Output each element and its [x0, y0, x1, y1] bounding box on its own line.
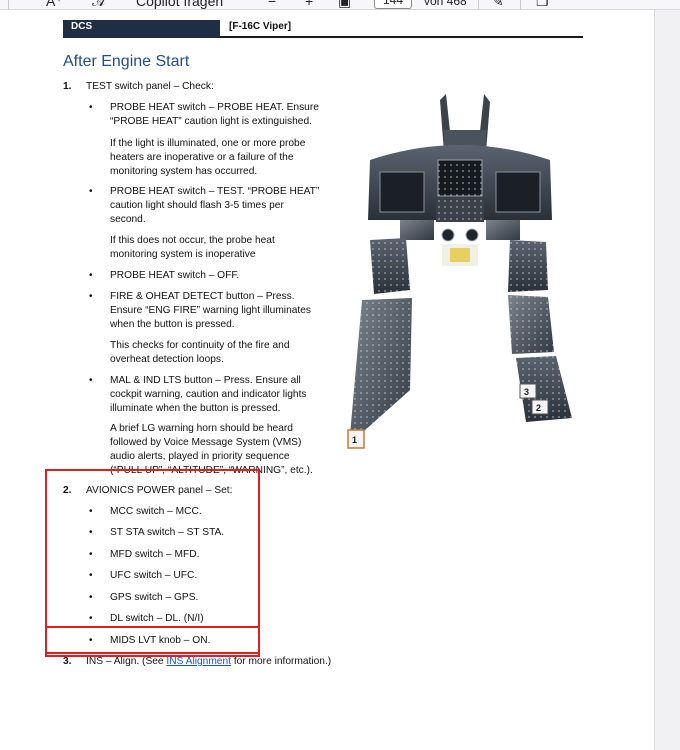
- bullet: •: [89, 635, 93, 646]
- step-title: AVIONICS POWER panel – Set:: [86, 485, 233, 496]
- bullet: •: [89, 506, 93, 517]
- note-text: This checks for continuity of the fire a…: [110, 340, 290, 351]
- bullet: •: [89, 592, 93, 603]
- step-text: INS – Align. (See: [86, 656, 167, 667]
- cockpit-illustration: 1 3 2: [347, 94, 572, 449]
- header-right: [F-16C Viper]: [229, 21, 292, 32]
- bullet-text: MAL & IND LTS button – Press. Ensure all: [110, 375, 301, 386]
- bullet: •: [89, 549, 93, 560]
- bullet: •: [89, 270, 93, 281]
- section-title: After Engine Start: [63, 53, 190, 70]
- bullet-text: “PROBE HEAT” caution light is extinguish…: [110, 116, 312, 127]
- bullet: •: [89, 375, 93, 386]
- bullet-text: caution light should flash 3-5 times per: [110, 200, 284, 211]
- bullet-text: when the button is pressed.: [110, 319, 235, 330]
- page-header: DCS [F-16C Viper]: [63, 20, 583, 38]
- step-number: 1.: [63, 81, 72, 92]
- bullet: •: [89, 613, 93, 624]
- two-page-icon[interactable]: ❐: [536, 0, 549, 9]
- note-text: monitoring system is inoperative: [110, 249, 256, 260]
- figure-badge: 2: [536, 403, 541, 413]
- note-text: heaters are inoperative or a failure of …: [110, 152, 294, 163]
- note-text: audio alerts, played in priority sequenc…: [110, 451, 290, 462]
- pdf-page: DCS [F-16C Viper] After Engine Start 1. …: [0, 10, 654, 750]
- bullet-text: illuminate when the button is pressed.: [110, 403, 281, 414]
- bullet-text: PROBE HEAT switch – PROBE HEAT. Ensure: [110, 102, 319, 113]
- document-viewport: DCS [F-16C Viper] After Engine Start 1. …: [0, 10, 654, 750]
- zoom-in-button[interactable]: +: [305, 0, 314, 9]
- vertical-scrollbar[interactable]: [654, 10, 680, 750]
- bullet-text: PROBE HEAT switch – OFF.: [110, 270, 240, 281]
- step-number: 3.: [63, 656, 72, 667]
- bullet-text: Ensure “ENG FIRE” warning light illumina…: [110, 305, 311, 316]
- bullet: •: [89, 102, 93, 113]
- page-number-input[interactable]: 144: [374, 0, 412, 9]
- bullet-text: ST STA switch – ST STA.: [110, 527, 225, 538]
- toolbar-separator: [520, 0, 521, 9]
- figure-badge: 3: [524, 387, 529, 397]
- bullet: •: [89, 527, 93, 538]
- bullet-text: FIRE & OHEAT DETECT button – Press.: [110, 291, 295, 302]
- bullet-text: MCC switch – MCC.: [110, 506, 202, 517]
- text-size-button[interactable]: A⁺: [46, 0, 63, 9]
- bullet-text: MFD switch – MFD.: [110, 549, 200, 560]
- note-text: A brief LG warning horn should be heard: [110, 423, 293, 434]
- bullet: •: [89, 291, 93, 302]
- ins-alignment-link[interactable]: INS Alignment: [166, 656, 231, 667]
- bullet-text: MIDS LVT knob – ON.: [110, 635, 211, 646]
- header-left: DCS: [63, 20, 220, 38]
- right-console: 3 2: [508, 240, 572, 422]
- bullet-text: PROBE HEAT switch – TEST. “PROBE HEAT”: [110, 186, 320, 197]
- bullet: •: [89, 186, 93, 197]
- draw-icon[interactable]: ✎: [492, 0, 504, 9]
- bullet-text: UFC switch – UFC.: [110, 570, 198, 581]
- note-text: monitoring system has occurred.: [110, 166, 258, 177]
- zoom-out-button[interactable]: −: [268, 0, 277, 9]
- figure-badge: 1: [352, 435, 357, 445]
- step-number: 2.: [63, 485, 72, 496]
- pdf-toolbar: A⁺ 𝒜 Copilot fragen − + ▣ 144 von 468 ✎ …: [0, 0, 680, 10]
- fit-page-icon[interactable]: ▣: [338, 0, 352, 9]
- highlight-box-mids: [45, 626, 260, 654]
- left-console: 1: [347, 238, 412, 449]
- page-total-label: von 468: [424, 0, 467, 8]
- bullet-text: GPS switch – GPS.: [110, 592, 199, 603]
- note-text: followed by Voice Message System (VMS): [110, 437, 302, 448]
- read-aloud-icon[interactable]: 𝒜: [92, 0, 106, 9]
- highlight-box-avionics: [45, 469, 260, 657]
- note-text: If this does not occur, the probe heat: [110, 235, 275, 246]
- note-text: If the light is illuminated, one or more…: [110, 138, 306, 149]
- step-text: for more information.): [230, 656, 332, 667]
- bullet-text: DL switch – DL. (N/I): [110, 613, 204, 624]
- main-instrument-panel: [368, 145, 552, 266]
- bullet-text: cockpit warning, caution and indicator l…: [110, 389, 307, 400]
- step-title: INS – Align. (See INS Alignment for more…: [86, 655, 331, 669]
- bullet-text: second.: [110, 214, 146, 225]
- note-text: overheat detection loops.: [110, 354, 224, 365]
- step-title: TEST switch panel – Check:: [86, 81, 214, 92]
- toolbar-separator: [478, 0, 479, 9]
- toolbar-separator: [8, 0, 9, 9]
- bullet: •: [89, 570, 93, 581]
- copilot-button[interactable]: Copilot fragen: [136, 0, 224, 9]
